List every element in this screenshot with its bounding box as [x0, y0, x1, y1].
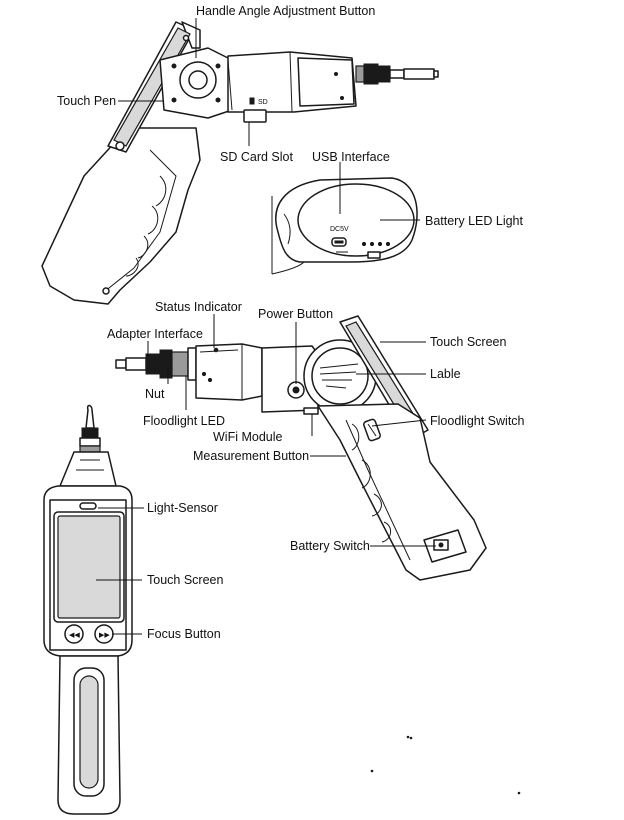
callout-labels: Handle Angle Adjustment Button Touch Pen… [57, 4, 525, 641]
scan-specks [370, 735, 521, 795]
label-handle-angle-adjustment-button: Handle Angle Adjustment Button [196, 4, 375, 18]
focus-left-glyph: ◀◀ [69, 632, 80, 639]
label-measurement-button: Measurement Button [193, 449, 309, 463]
dc5v-marking: DC5V [330, 226, 349, 233]
label-nut: Nut [145, 387, 165, 401]
label-adapter-interface: Adapter Interface [107, 327, 203, 341]
label-touch-screen-side: Touch Screen [430, 335, 506, 349]
front-device-illustration: ◀◀ ▶▶ [43, 404, 133, 815]
label-floodlight-switch: Floodlight Switch [430, 414, 525, 428]
label-battery-led-light: Battery LED Light [425, 214, 523, 228]
usb-port-detail-illustration: DC5V [271, 177, 418, 275]
focus-right-glyph: ▶▶ [99, 632, 110, 639]
label-usb-interface: USB Interface [312, 150, 390, 164]
label-lable: Lable [430, 367, 461, 381]
label-touch-screen-front: Touch Screen [147, 573, 223, 587]
label-light-sensor: Light-Sensor [147, 501, 218, 515]
label-floodlight-led: Floodlight LED [143, 414, 225, 428]
label-sd-card-slot: SD Card Slot [220, 150, 293, 164]
leader-lines [96, 18, 436, 635]
label-wifi-module: WiFi Module [213, 430, 283, 444]
label-focus-button: Focus Button [147, 627, 221, 641]
label-status-indicator: Status Indicator [155, 300, 242, 314]
sd-marking: SD [258, 99, 268, 106]
label-power-button: Power Button [258, 307, 333, 321]
side-device-illustration [115, 315, 487, 581]
label-battery-switch: Battery Switch [290, 539, 370, 553]
label-touch-pen: Touch Pen [57, 94, 116, 108]
top-device-illustration: SD [41, 21, 439, 305]
